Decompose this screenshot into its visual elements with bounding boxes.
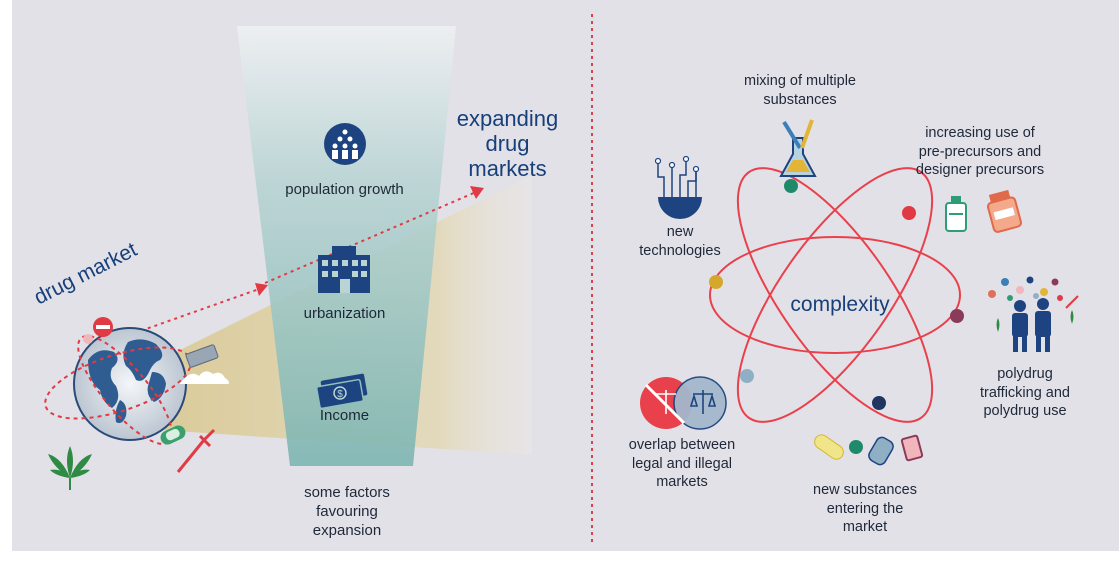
people-icon (1012, 298, 1051, 352)
capsule-icon (160, 425, 186, 445)
label-technologies: new technologies (639, 224, 721, 259)
orbit-node (740, 369, 754, 383)
precursor-jar-icon (986, 189, 1022, 233)
money-icon: $ (315, 373, 368, 410)
factor-label-income: Income (319, 407, 370, 424)
arrow-head-2 (470, 186, 484, 199)
complexity-label: complexity (790, 293, 890, 316)
orbit-node (872, 396, 886, 410)
factors-caption: some factors favouring expansion (304, 484, 390, 539)
technology-icon (654, 155, 702, 219)
label-mixing: mixing of multiple substances (743, 73, 856, 108)
powder-icon (179, 371, 229, 384)
label-new-substances: new substances entering the market (813, 482, 917, 535)
label-precursors: increasing use of pre-precursors and des… (915, 125, 1045, 178)
orbit-node (902, 206, 916, 220)
arrow-line-2 (264, 191, 477, 284)
orbit-node (950, 309, 964, 323)
building-icon (318, 246, 370, 293)
pills-cloud-icon (988, 276, 1079, 332)
background-panel (12, 0, 1119, 551)
complexity-orbits (709, 167, 961, 423)
precursor-bottle-icon (945, 196, 967, 232)
expanding-drug-markets-title: expanding drug markets (456, 106, 559, 181)
label-polydrug: polydrug trafficking and polydrug use (979, 366, 1070, 419)
flask-icon (779, 119, 817, 177)
arrow-head (255, 283, 268, 296)
cannabis-leaf-icon (48, 446, 92, 490)
tablet-icon (83, 334, 93, 344)
orbit-node (784, 179, 798, 193)
population-icon (324, 123, 366, 165)
factor-label-population: population growth (285, 181, 404, 198)
legal-illegal-icon (640, 376, 727, 430)
syringe-icon (176, 428, 216, 473)
svg-text:$: $ (337, 389, 343, 400)
orbit-node (709, 275, 723, 289)
razor-icon (185, 344, 219, 368)
new-substances-icon (814, 434, 924, 466)
label-overlap: overlap between legal and illegal market… (628, 437, 736, 490)
pill-icon (93, 317, 113, 337)
factor-label-urbanization: urbanization (303, 305, 386, 322)
